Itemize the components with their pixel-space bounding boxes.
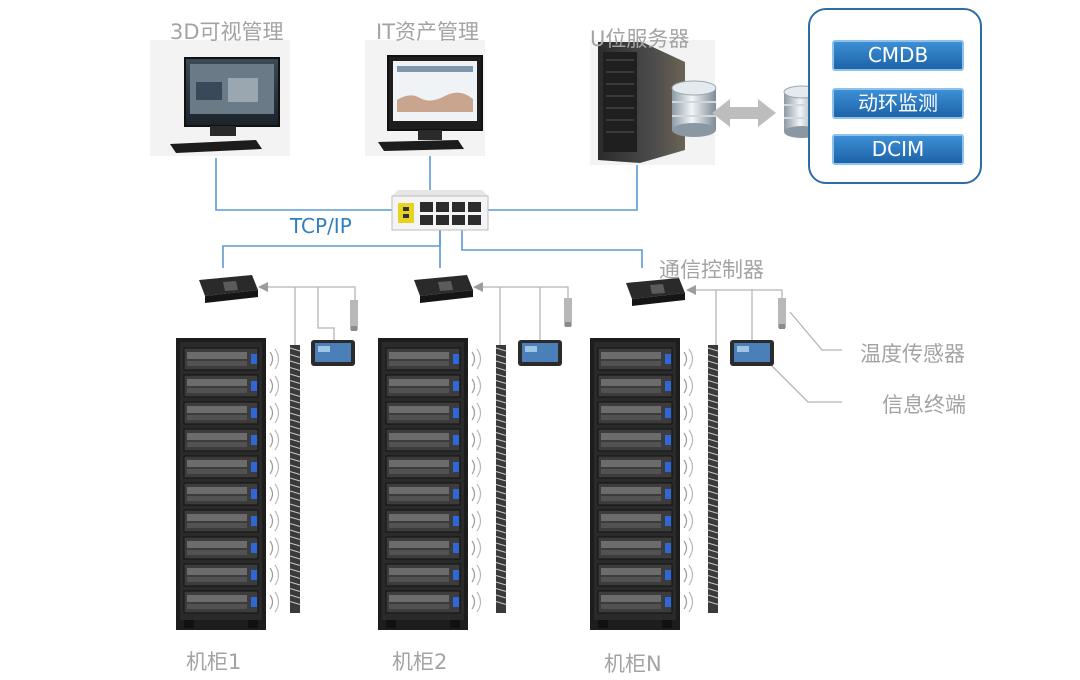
label-cabinet-n: 机柜N xyxy=(604,652,662,676)
server-rack-1-icon xyxy=(176,338,301,630)
temp-sensor-n-icon xyxy=(778,298,786,329)
controller-2-icon xyxy=(414,275,473,303)
info-terminal-n-icon xyxy=(730,340,774,366)
monitor-it-asset-icon xyxy=(365,40,485,156)
dcim-badge: DCIM xyxy=(832,134,964,165)
double-arrow-icon xyxy=(712,99,776,127)
label-3d-visual-management: 3D可视管理 xyxy=(170,20,284,44)
controller-1-icon xyxy=(199,275,258,303)
database-panel: CMDB 动环监测 DCIM xyxy=(808,8,982,184)
cmdb-badge: CMDB xyxy=(832,40,964,71)
server-rack-n-icon xyxy=(590,338,719,630)
arrow-heads xyxy=(258,282,696,295)
temp-sensor-2-icon xyxy=(564,298,572,327)
database-left-icon xyxy=(671,80,717,137)
label-cabinet-1: 机柜1 xyxy=(186,650,242,674)
network-lines xyxy=(215,152,643,268)
info-terminal-2-icon xyxy=(518,340,562,366)
label-communication-controller: 通信控制器 xyxy=(659,258,764,282)
monitor-3d-icon xyxy=(150,40,290,156)
server-rack-2-icon xyxy=(378,338,507,630)
tcp-ip-label: TCP/IP xyxy=(290,214,352,238)
label-temperature-sensor: 温度传感器 xyxy=(860,342,965,366)
temp-sensor-1-icon xyxy=(350,300,358,331)
info-terminal-1-icon xyxy=(311,340,355,366)
label-u-position-server: U位服务器 xyxy=(590,27,690,51)
label-cabinet-2: 机柜2 xyxy=(392,650,448,674)
label-it-asset-management: IT资产管理 xyxy=(376,20,480,44)
network-switch-icon xyxy=(391,190,489,231)
label-info-terminal: 信息终端 xyxy=(882,393,966,417)
env-monitoring-badge: 动环监测 xyxy=(832,88,964,119)
controller-n-icon xyxy=(626,278,685,306)
sensor-lines xyxy=(262,286,842,403)
